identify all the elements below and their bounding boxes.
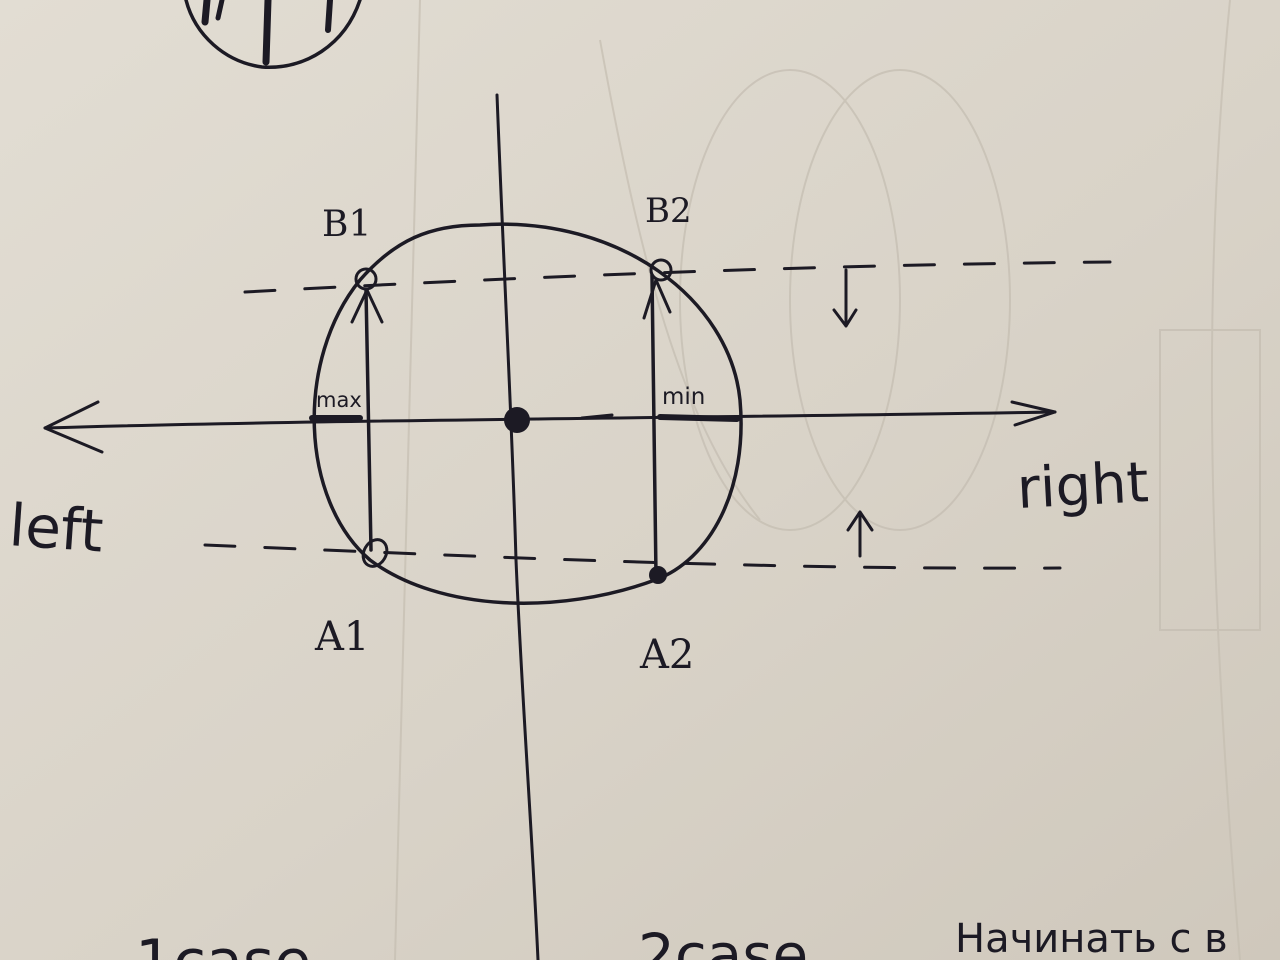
label-left: left	[7, 491, 105, 565]
point-markers	[354, 258, 673, 584]
label-a1: A1	[314, 614, 369, 660]
previous-drawing	[184, 0, 362, 69]
footer-case1: 1case	[135, 927, 311, 960]
footer-note: Начинать с в	[955, 916, 1228, 960]
min-segment	[657, 414, 740, 422]
chord-a1-b1	[364, 288, 373, 552]
vertical-axis	[495, 93, 540, 960]
circle-outline	[312, 222, 743, 605]
arrow-up	[846, 510, 874, 558]
label-b2: B2	[645, 191, 692, 231]
label-b1: B1	[322, 204, 371, 245]
arrow-down	[832, 268, 858, 328]
label-a2: A2	[639, 632, 694, 678]
axis-tick	[580, 413, 614, 420]
dashed-guides	[203, 260, 1112, 570]
paper-bleed-through	[394, 0, 1261, 960]
footer-case2: 2case	[638, 921, 808, 960]
label-max: max	[316, 388, 362, 412]
label-right: right	[1015, 450, 1150, 522]
label-min: min	[662, 384, 705, 410]
chord-a2-b2	[650, 273, 658, 578]
